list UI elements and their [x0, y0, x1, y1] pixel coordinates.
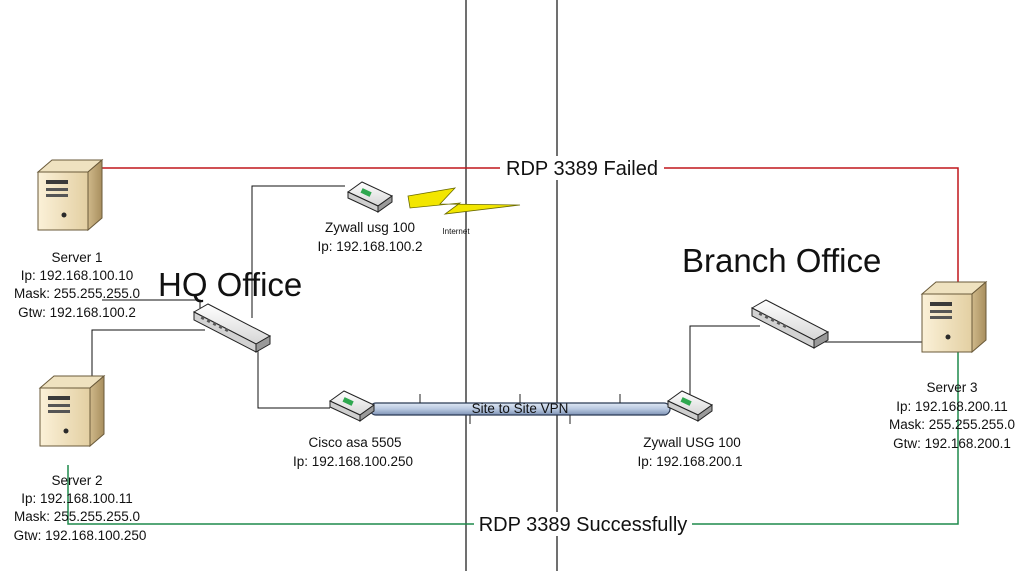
- server-3-labels: Server 3 Ip: 192.168.200.11 Mask: 255.25…: [889, 380, 1015, 451]
- rdp-failed-label: RDP 3389 Failed: [506, 158, 658, 180]
- router-icon: [329, 390, 375, 422]
- zywall-hq: [347, 181, 393, 213]
- server-2-name: Server 2: [51, 473, 102, 488]
- server-1-ip: Ip: 192.168.100.10: [21, 268, 134, 283]
- server-2-labels: Server 2 Ip: 192.168.100.11 Mask: 255.25…: [14, 473, 147, 543]
- server-3-mask: Mask: 255.255.255.0: [889, 417, 1015, 432]
- zone-borders: [465, 0, 558, 571]
- zywall-hq-labels: Zywall usg 100 Ip: 192.168.100.2: [317, 220, 422, 254]
- lan-cables: [91, 185, 922, 409]
- server-tower-icon: [37, 159, 103, 231]
- rdp-success-link: [67, 325, 959, 525]
- server-1: [37, 159, 103, 231]
- cisco-name: Cisco asa 5505: [308, 435, 401, 450]
- server-1-name: Server 1: [51, 250, 102, 265]
- network-switch-icon: [751, 299, 829, 349]
- server-tower-icon: [39, 375, 105, 447]
- internet-label: Internet: [442, 227, 470, 236]
- cisco-labels: Cisco asa 5505 Ip: 192.168.100.250: [293, 435, 413, 469]
- cisco-ip: Ip: 192.168.100.250: [293, 454, 413, 469]
- zywall-hq-ip: Ip: 192.168.100.2: [317, 239, 422, 254]
- rdp-success-label: RDP 3389 Successfully: [479, 514, 688, 536]
- zywall-branch-name: Zywall USG 100: [643, 435, 741, 450]
- zywall-branch-labels: Zywall USG 100 Ip: 192.168.200.1: [637, 435, 742, 469]
- lightning-icon: Internet: [407, 187, 521, 236]
- server-3-ip: Ip: 192.168.200.11: [896, 399, 1008, 414]
- zywall-branch-ip: Ip: 192.168.200.1: [637, 454, 742, 469]
- hq-switch: [193, 303, 271, 353]
- server-3-name: Server 3: [926, 380, 977, 395]
- server-2: [39, 375, 105, 447]
- server-1-labels: Server 1 Ip: 192.168.100.10 Mask: 255.25…: [14, 250, 140, 320]
- hq-office-title: HQ Office: [158, 266, 302, 303]
- zywall-hq-name: Zywall usg 100: [325, 220, 415, 235]
- rdp-failed-link: [102, 167, 959, 282]
- zywall-branch: [667, 390, 713, 422]
- branch-office-title: Branch Office: [682, 242, 881, 279]
- site-to-site-vpn: Site to Site VPN: [369, 394, 671, 424]
- server-2-mask: Mask: 255.255.255.0: [14, 509, 140, 524]
- server-2-ip: Ip: 192.168.100.11: [21, 491, 133, 506]
- router-icon: [667, 390, 713, 422]
- server-1-mask: Mask: 255.255.255.0: [14, 286, 140, 301]
- server-3-gtw: Gtw: 192.168.200.1: [893, 436, 1011, 451]
- server-1-gtw: Gtw: 192.168.100.2: [18, 305, 136, 320]
- router-icon: [347, 181, 393, 213]
- server-tower-icon: [921, 281, 987, 353]
- server-3: [921, 281, 987, 353]
- server-2-gtw: Gtw: 192.168.100.250: [14, 528, 147, 543]
- branch-switch: [751, 299, 829, 349]
- network-switch-icon: [193, 303, 271, 353]
- cisco-asa: [329, 390, 375, 422]
- vpn-label: Site to Site VPN: [472, 401, 569, 416]
